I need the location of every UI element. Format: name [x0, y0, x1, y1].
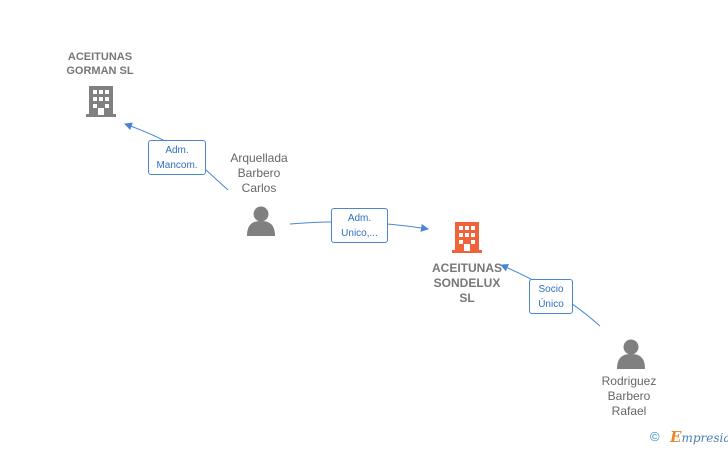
copyright-icon: © [650, 429, 660, 444]
edge-label-line: Adm. [347, 213, 372, 224]
edge-label-socio-unico[interactable]: Socio Único [529, 279, 573, 314]
company-name-line: SONDELUX [433, 276, 501, 290]
edge-label-line: Único [538, 299, 564, 310]
building-icon [452, 222, 482, 253]
person-name-line: Barbero [237, 166, 281, 180]
person-label-rodriguez[interactable]: Rodriguez Barbero Rafael [579, 374, 679, 419]
brand-name: mpresia [681, 431, 728, 445]
person-name-line: Rafael [611, 404, 647, 418]
edge-label-line: Mancom. [156, 160, 198, 171]
company-name-line: ACEITUNAS [67, 51, 133, 63]
edge-label-line: Unico,... [341, 228, 378, 239]
building-icon [86, 86, 116, 117]
person-name-line: Carlos [241, 181, 277, 195]
company-name-line: ACEITUNAS [431, 261, 502, 275]
person-label-arquellada[interactable]: Arquellada Barbero Carlos [209, 151, 309, 196]
person-icon [247, 206, 275, 236]
person-name-line: Arquellada [230, 151, 288, 165]
brand-logo: Empresia [670, 429, 728, 446]
edge-label-adm-mancom[interactable]: Adm. Mancom. [148, 140, 206, 175]
edge-label-line: Adm. [165, 145, 189, 156]
company-name-line: SL [459, 291, 475, 305]
edge-label-line: Socio [538, 284, 564, 295]
edge-label-adm-unico[interactable]: Adm. Unico,... [331, 208, 388, 243]
company-label-gorman[interactable]: ACEITUNAS GORMAN SL [50, 50, 150, 78]
person-name-line: Barbero [607, 389, 651, 403]
brand-initial: E [670, 428, 682, 446]
person-name-line: Rodriguez [601, 374, 657, 388]
company-name-line: GORMAN SL [66, 65, 134, 77]
person-icon [617, 339, 645, 369]
company-label-sondelux[interactable]: ACEITUNAS SONDELUX SL [417, 261, 517, 306]
